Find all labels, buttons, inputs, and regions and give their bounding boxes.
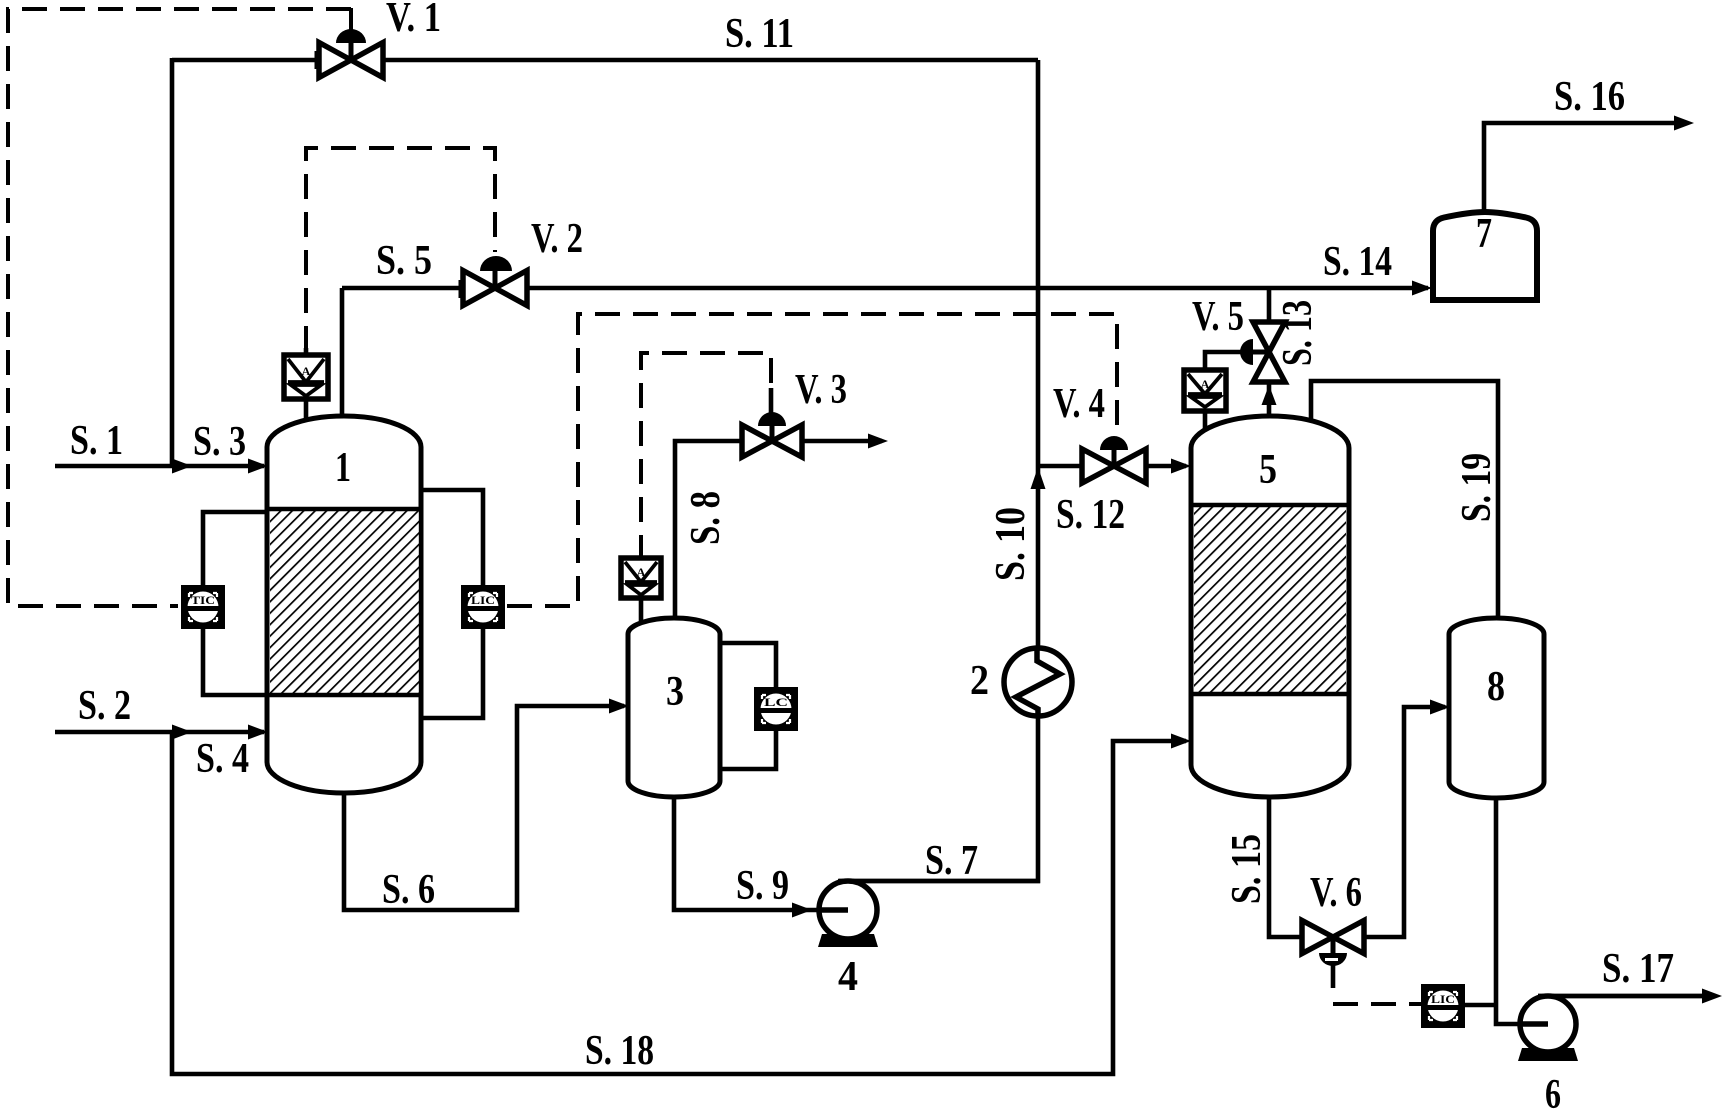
svg-text:A: A [302,364,311,378]
svg-text:TIC: TIC [191,593,215,607]
svg-text:LIC: LIC [471,593,495,607]
svg-text:V. 4: V. 4 [1053,381,1105,427]
svg-text:S. 17: S. 17 [1602,946,1674,992]
svg-text:5: 5 [1259,447,1277,493]
svg-text:S. 8: S. 8 [683,491,729,545]
svg-text:S. 14: S. 14 [1323,239,1392,285]
svg-text:1: 1 [335,445,351,491]
svg-text:V. 1: V. 1 [386,0,441,41]
svg-text:A: A [1201,377,1210,391]
svg-text:S. 4: S. 4 [196,736,249,782]
svg-text:LC: LC [764,695,788,709]
svg-text:6: 6 [1545,1072,1561,1113]
svg-text:S. 5: S. 5 [376,238,432,284]
svg-text:S. 2: S. 2 [78,683,131,729]
svg-text:S. 7: S. 7 [925,838,978,884]
svg-text:S. 1: S. 1 [70,418,123,464]
svg-text:2: 2 [970,658,989,704]
svg-text:V. 6: V. 6 [1310,870,1362,916]
svg-text:S. 10: S. 10 [988,507,1034,581]
svg-text:S. 19: S. 19 [1454,453,1500,522]
svg-text:S. 3: S. 3 [193,419,246,465]
svg-text:8: 8 [1487,664,1505,710]
svg-text:V. 5: V. 5 [1192,294,1244,340]
svg-text:S. 16: S. 16 [1554,74,1625,120]
svg-text:LIC: LIC [1431,992,1455,1006]
svg-text:4: 4 [838,954,858,1000]
svg-text:S. 13: S. 13 [1275,300,1321,366]
svg-text:S. 15: S. 15 [1224,834,1270,904]
svg-text:S. 11: S. 11 [725,11,794,57]
svg-text:A: A [637,565,646,579]
svg-text:S. 18: S. 18 [585,1028,654,1074]
svg-text:S. 12: S. 12 [1056,492,1125,538]
svg-text:7: 7 [1476,211,1492,257]
svg-text:S. 6: S. 6 [382,867,435,913]
svg-text:3: 3 [666,669,684,715]
svg-text:V. 2: V. 2 [531,216,583,262]
svg-text:V. 3: V. 3 [795,367,847,413]
svg-text:S. 9: S. 9 [736,863,789,909]
